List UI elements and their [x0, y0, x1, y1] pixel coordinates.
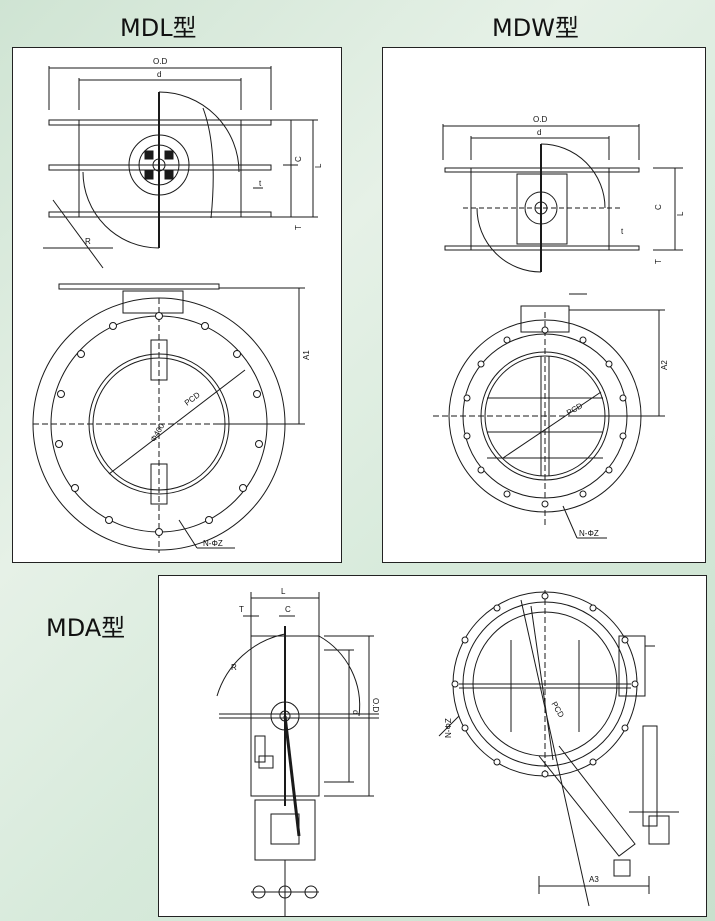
- mdw-drawing: O.D d C L t T A2 PCD N-ΦZ: [433, 115, 685, 539]
- mdw-drawing-panel: O.D d C L t T A2 PCD N-ΦZ: [382, 47, 706, 563]
- mdl-r-label: R: [85, 237, 91, 246]
- mdw-a2-label: A2: [660, 360, 669, 370]
- mda-pcd-label: PCD: [550, 700, 566, 719]
- mdw-nz-label: N-ΦZ: [579, 529, 599, 538]
- mdw-t-small-label: t: [621, 227, 624, 236]
- mdl-t-big-label: T: [294, 225, 303, 230]
- mdl-drawing-panel: O.D d C L t T R A1 PCD Φ400 N-ΦZ: [12, 47, 342, 563]
- mda-od-label: O.D: [371, 698, 380, 712]
- mdl-c-label: C: [294, 156, 303, 162]
- mda-drawing: L T C R O.D d PCD N-ΦZ A3: [216, 587, 679, 916]
- mdw-title: MDW型: [492, 14, 579, 42]
- mda-drawing-panel: L T C R O.D d PCD N-ΦZ A3: [158, 575, 707, 917]
- mda-c-label: C: [285, 605, 291, 614]
- mdl-a1-label: A1: [302, 350, 311, 360]
- mda-r-label: R: [231, 663, 237, 672]
- mdl-t-small-label: t: [259, 179, 262, 188]
- mdw-c-label: C: [654, 204, 663, 210]
- mdw-od-label: O.D: [533, 115, 547, 124]
- mda-t-big-label: T: [239, 605, 244, 614]
- mda-l-label: L: [281, 587, 286, 596]
- mda-title: MDA型: [46, 614, 126, 642]
- mdw-l-label: L: [676, 211, 685, 216]
- mdl-title: MDL型: [120, 14, 197, 42]
- mdl-d-label: d: [157, 70, 161, 79]
- mdl-drawing: O.D d C L t T R A1 PCD Φ400 N-ΦZ: [32, 57, 323, 553]
- mdw-d-label: d: [537, 128, 541, 137]
- mdl-nz-label: N-ΦZ: [203, 539, 223, 548]
- mda-d-label: d: [351, 710, 360, 714]
- mda-a3-label: A3: [589, 875, 599, 884]
- mda-nz-label: N-ΦZ: [444, 718, 453, 738]
- mdw-t-big-label: T: [654, 259, 663, 264]
- mdl-od-label: O.D: [153, 57, 167, 66]
- mdw-pcd-label: PCD: [565, 401, 584, 417]
- mdl-l-label: L: [314, 163, 323, 168]
